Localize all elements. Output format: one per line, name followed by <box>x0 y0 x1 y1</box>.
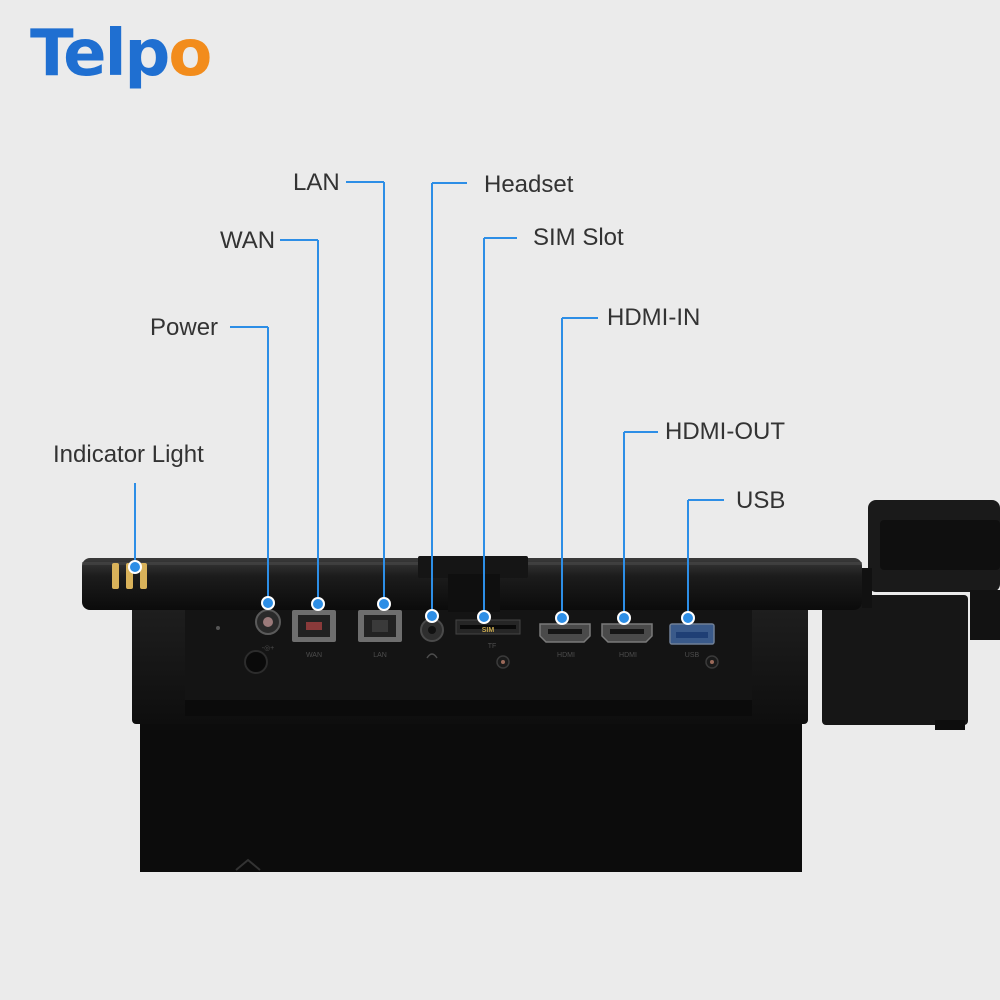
indicator-lights <box>112 563 147 589</box>
telpo-logo: Telpo <box>30 17 212 91</box>
headset-dot <box>425 609 439 623</box>
hdmi-out-label: HDMI-OUT <box>665 418 785 445</box>
svg-text:TF: TF <box>488 643 497 650</box>
svg-text:WAN: WAN <box>306 652 322 659</box>
svg-text:-◎+: -◎+ <box>262 645 275 652</box>
usb-label: USB <box>736 487 786 514</box>
sim-slot: SIM TF <box>455 619 521 650</box>
wan-port: WAN <box>292 610 336 659</box>
sim-slot-dot <box>477 610 491 624</box>
lan-dot <box>377 597 391 611</box>
hdmi-out-dot <box>617 611 631 625</box>
power-port: -◎+ <box>255 609 281 652</box>
svg-text:HDMI: HDMI <box>557 652 575 659</box>
sim-marking: SIM <box>482 627 495 634</box>
usb-dot <box>681 611 695 625</box>
device-lower-panel <box>140 720 802 872</box>
hdmi-in-dot <box>555 611 569 625</box>
indicator-light-dot <box>128 560 142 574</box>
wan-dot <box>311 597 325 611</box>
indicator-light-label: Indicator Light <box>53 441 204 468</box>
svg-text:HDMI: HDMI <box>619 652 637 659</box>
hdmi-out-port: HDMI <box>601 623 653 659</box>
lan-port: LAN <box>358 610 402 659</box>
hdmi-in-label: HDMI-IN <box>607 304 701 331</box>
device-chevron-mark <box>235 858 261 871</box>
svg-text:LAN: LAN <box>373 652 387 659</box>
svg-text:USB: USB <box>685 652 700 659</box>
usb-port: USB <box>669 623 715 659</box>
side-printer-unit <box>822 595 968 725</box>
power-label: Power <box>150 314 219 341</box>
power-dot <box>261 596 275 610</box>
round-button <box>244 650 268 674</box>
sim-slot-label: SIM Slot <box>533 224 624 251</box>
headset-label: Headset <box>484 171 574 198</box>
top-bracket <box>418 556 528 578</box>
hdmi-in-port: HDMI <box>539 623 591 659</box>
lan-label: LAN <box>293 169 340 196</box>
wan-label: WAN <box>220 227 276 254</box>
